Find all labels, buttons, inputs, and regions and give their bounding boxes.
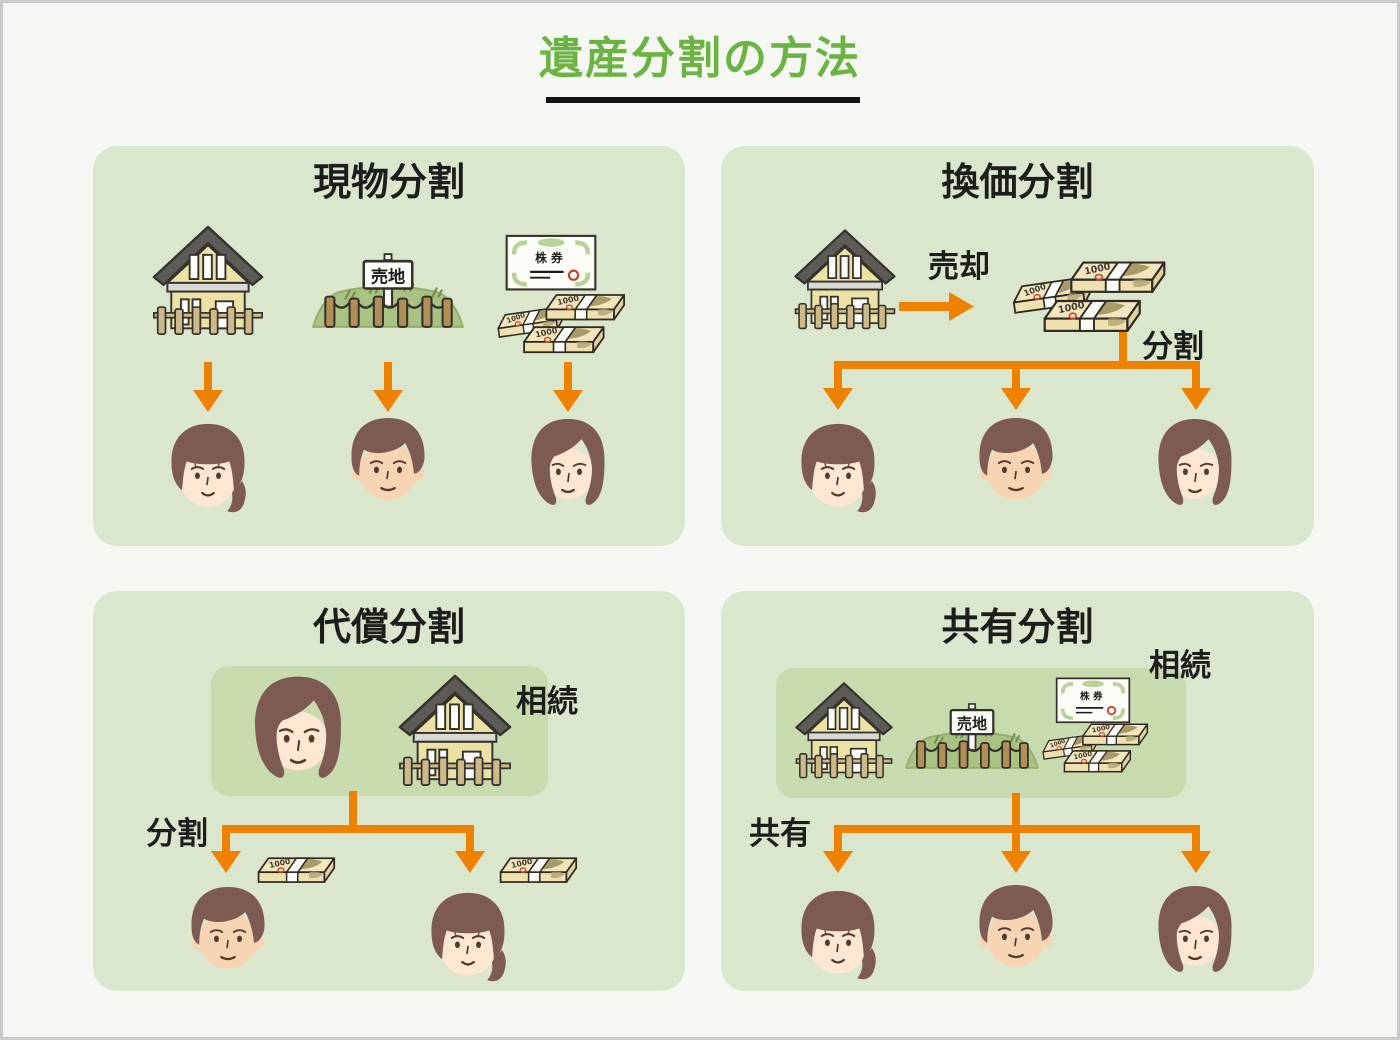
money-stack-icon [495,851,579,885]
face-boy-icon [968,414,1064,518]
face-girl-icon [790,885,886,989]
face-girl-icon [420,887,516,991]
land-icon [901,695,1043,775]
face-woman-icon [1147,414,1243,518]
sell-arrow-icon [899,292,974,321]
money-pile-icon [1005,252,1187,340]
house-icon [792,226,898,332]
house-icon [150,222,266,338]
panel-title: 代償分割 [312,605,465,649]
label-sell: 売却 [928,249,990,285]
label-split: 分割 [1142,329,1204,365]
panel-division-by-sale: 換価分割 売却 分割 [721,146,1314,546]
down-arrows [193,362,583,412]
house-icon [793,679,895,781]
money-pile-icon [1037,717,1163,778]
face-boy-icon [180,883,276,987]
money-pile-icon [491,286,643,360]
branch-connector [823,793,1211,873]
face-girl-icon [790,418,886,522]
face-boy-icon [968,881,1064,985]
label-inherit: 相続 [1149,648,1211,684]
label-share: 共有 [749,816,811,852]
house-icon [396,671,514,789]
panel-division-by-compensation: 代償分割 相続 分割 [93,591,685,991]
face-woman-icon [520,414,616,518]
page-title: 遺産分割の方法 [539,33,861,84]
face-girl-icon [160,418,256,522]
certificate-icon [505,234,597,293]
panel-division-by-co-ownership: 共有分割 相続 共有 [721,591,1314,991]
land-icon [307,244,469,335]
branch-connector [823,292,1211,410]
face-mother-icon [240,671,356,793]
panel-division-in-kind: 現物分割 [93,146,685,546]
branch-connector [211,791,485,873]
label-split: 分割 [146,816,208,852]
face-boy-icon [340,414,436,518]
panel-title: 換価分割 [941,160,1094,204]
panel-title: 現物分割 [312,160,465,204]
title-underline [546,97,860,103]
money-stack-icon [253,851,337,885]
label-inherit: 相続 [516,684,578,720]
panel-title: 共有分割 [941,605,1094,649]
face-woman-icon [1147,881,1243,985]
